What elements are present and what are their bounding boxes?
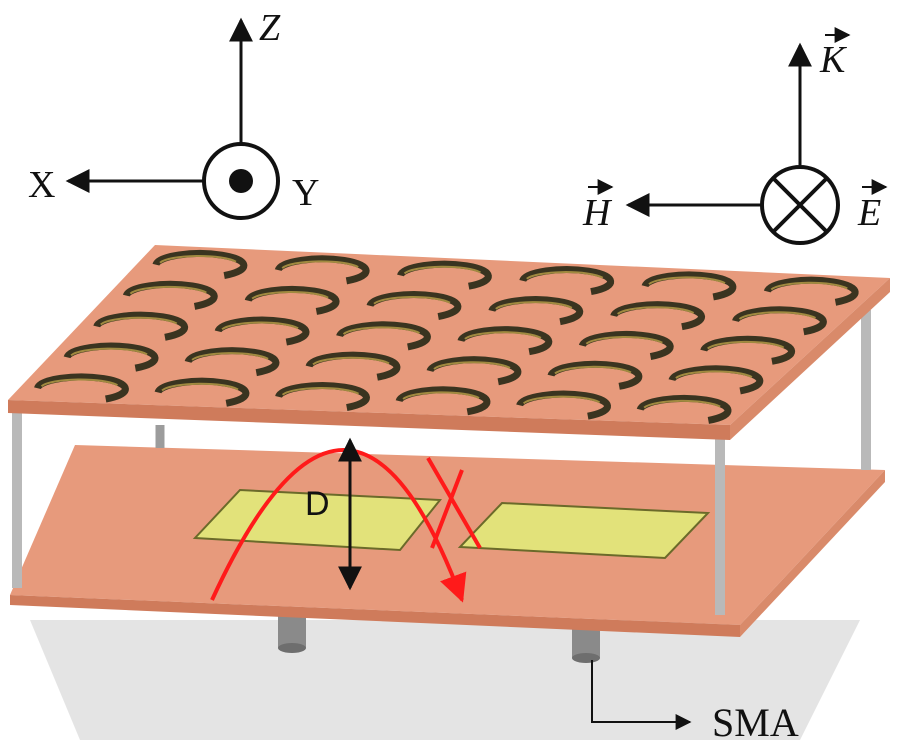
split-ring-highlight (585, 336, 663, 345)
split-ring-highlight (100, 316, 178, 326)
split-ring-highlight (643, 399, 721, 409)
split-ring-highlight (40, 378, 118, 387)
split-ring-highlight (526, 271, 604, 280)
split-ring-resonator (457, 326, 553, 356)
split-ring-resonator (154, 377, 250, 407)
split-ring-highlight (191, 352, 269, 361)
split-ring-highlight (281, 387, 360, 396)
y-axis-label: Y (292, 172, 319, 214)
e-vector-label: E (857, 192, 881, 234)
split-ring-highlight (403, 265, 481, 275)
split-ring-resonator (275, 382, 370, 412)
axes-right: K H E (582, 27, 888, 245)
sma-connector-right (572, 626, 600, 663)
split-ring-resonator (519, 266, 615, 296)
split-ring-resonator (668, 365, 764, 395)
split-ring-highlight (373, 296, 451, 305)
axes-left: Z X Y (28, 7, 319, 220)
split-ring-highlight (522, 395, 601, 405)
split-ring-highlight (738, 311, 816, 320)
split-ring-highlight (70, 347, 148, 357)
split-ring-resonator (184, 347, 280, 377)
ground-shadow (30, 620, 860, 740)
dimension-label: D (305, 485, 330, 523)
split-ring-resonator (763, 276, 859, 306)
h-vector-label: H (582, 192, 613, 234)
split-ring-resonator (610, 301, 705, 331)
split-ring-resonator (516, 390, 611, 420)
x-axis-label: X (28, 164, 55, 206)
patch-left (192, 488, 443, 552)
z-axis-label: Z (259, 7, 281, 49)
sma-leader: SMA (591, 660, 799, 745)
split-ring-highlight (770, 281, 848, 291)
split-ring-highlight (554, 365, 632, 375)
split-ring-array (34, 250, 859, 424)
split-ring-resonator (214, 316, 310, 346)
bottom-board (10, 445, 885, 637)
split-ring-resonator (366, 291, 462, 321)
split-ring-highlight (342, 326, 421, 335)
sma-connector-left (278, 612, 306, 653)
split-ring-highlight (464, 331, 542, 340)
split-ring-resonator (34, 373, 129, 403)
split-ring-highlight (402, 391, 480, 400)
split-ring-resonator (488, 296, 584, 326)
split-ring-resonator (395, 386, 491, 416)
split-ring-highlight (312, 356, 390, 366)
split-ring-resonator (700, 335, 796, 365)
split-ring-highlight (221, 321, 299, 331)
split-ring-resonator (397, 260, 492, 290)
patch-right (457, 501, 711, 560)
split-ring-resonator (63, 342, 159, 372)
split-ring-resonator (152, 250, 248, 279)
split-ring-highlight (161, 382, 239, 392)
split-ring-resonator (636, 394, 732, 424)
split-ring-resonator (274, 255, 370, 285)
split-ring-highlight (281, 260, 359, 269)
split-ring-highlight (159, 255, 237, 264)
blocked-x-mark (426, 456, 482, 550)
split-ring-resonator (641, 271, 737, 301)
split-ring-highlight (495, 301, 573, 310)
sma-label: SMA (712, 700, 799, 745)
split-ring-resonator (426, 356, 522, 386)
split-ring-resonator (578, 331, 674, 360)
split-ring-resonator (93, 311, 189, 341)
top-board (8, 245, 890, 440)
split-ring-resonator (336, 321, 431, 351)
split-ring-highlight (648, 276, 726, 285)
split-ring-highlight (617, 306, 695, 315)
k-vector-label: K (819, 39, 847, 81)
split-ring-highlight (251, 290, 329, 300)
split-ring-highlight (433, 361, 511, 370)
split-ring-resonator (122, 280, 218, 310)
split-ring-highlight (707, 340, 785, 350)
split-ring-highlight (129, 285, 207, 295)
split-ring-resonator (547, 360, 643, 390)
split-ring-highlight (675, 370, 753, 379)
split-ring-resonator (732, 306, 827, 336)
split-ring-resonator (305, 351, 401, 381)
split-ring-resonator (244, 285, 340, 315)
